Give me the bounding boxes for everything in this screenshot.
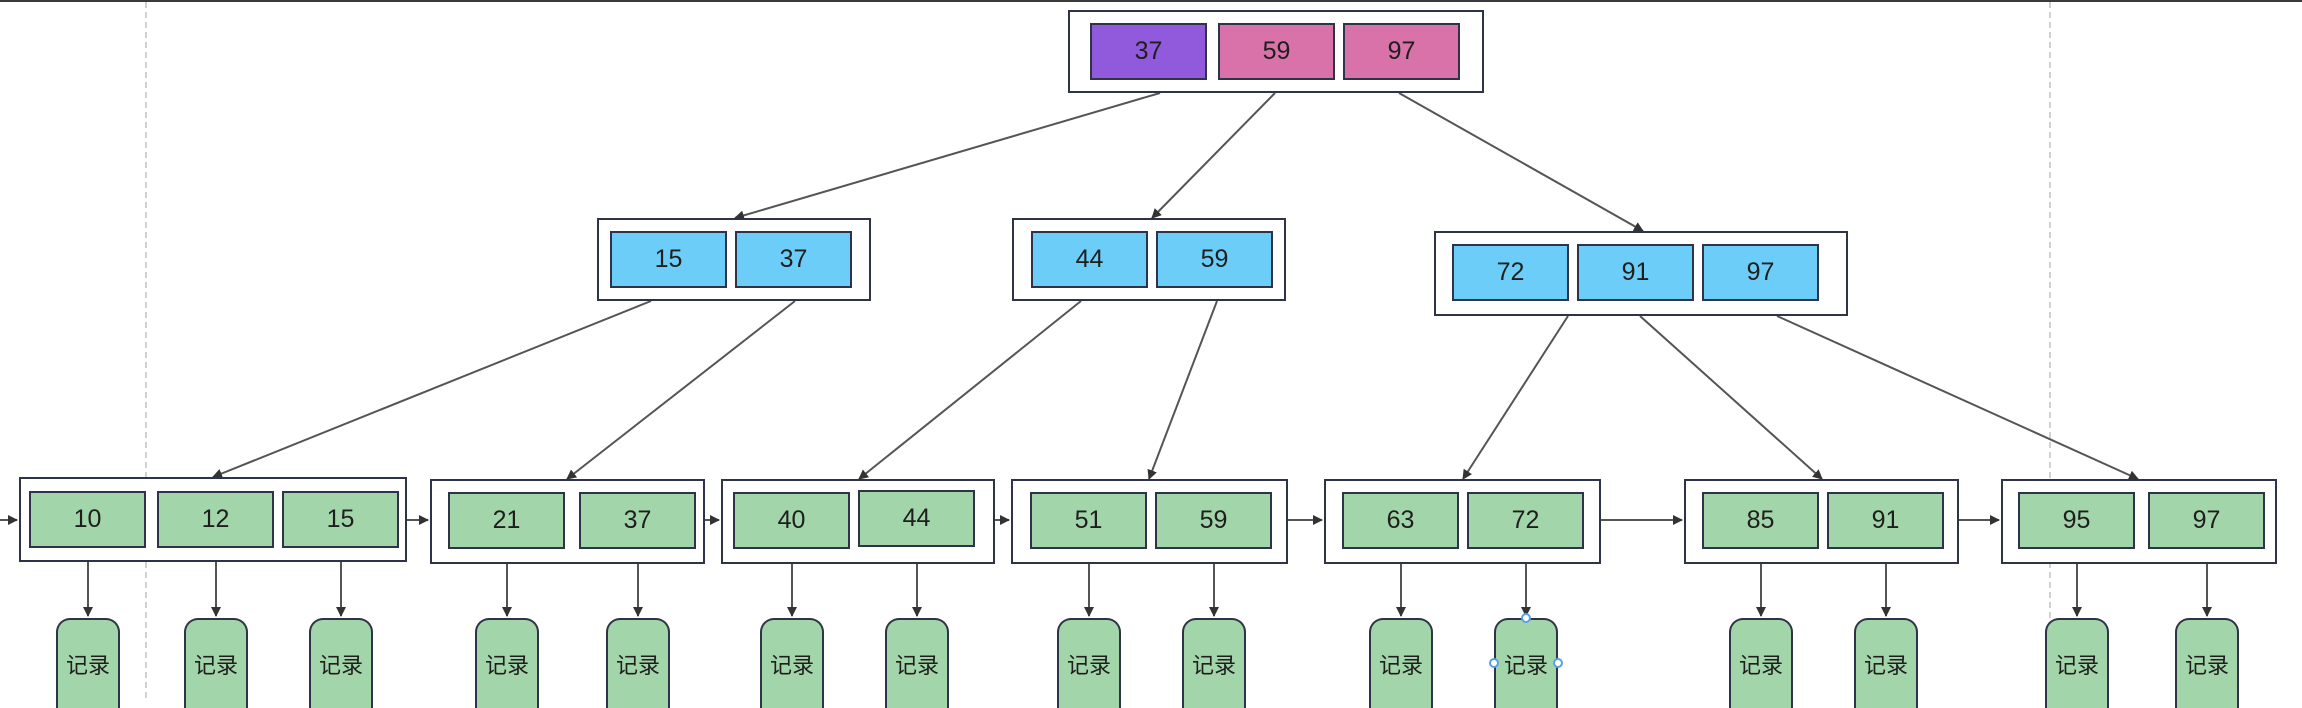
leaf-node-5-key-72: 72 bbox=[1467, 492, 1584, 549]
leaf-node-7-key-97: 97 bbox=[2148, 492, 2265, 549]
record-59: 记录 bbox=[1182, 618, 1246, 708]
record-44: 记录 bbox=[885, 618, 949, 708]
root-node-key-97: 97 bbox=[1343, 23, 1460, 80]
edge-internal-to-leaf-7 bbox=[1776, 315, 2139, 480]
edge-root-to-internal-2 bbox=[1151, 92, 1276, 219]
internal-node-3-key-72: 72 bbox=[1452, 244, 1569, 301]
edge-internal-to-leaf-4 bbox=[1147, 300, 1218, 480]
root-node-key-37: 37 bbox=[1090, 23, 1207, 80]
right-page-guide bbox=[2049, 2, 2051, 698]
record-95: 记录 bbox=[2045, 618, 2109, 708]
edge-root-to-internal-3 bbox=[1398, 92, 1644, 232]
top-border-line bbox=[0, 0, 2302, 2]
leaf-node-2-key-37: 37 bbox=[579, 492, 696, 549]
leaf-node-1-key-15: 15 bbox=[282, 491, 399, 548]
leaf-node-7-key-95: 95 bbox=[2018, 492, 2135, 549]
leaf-node-3-key-40: 40 bbox=[733, 492, 850, 549]
leaf-node-3-key-44: 44 bbox=[858, 490, 975, 547]
record-91: 记录 bbox=[1854, 618, 1918, 708]
record-51: 记录 bbox=[1057, 618, 1121, 708]
record-40: 记录 bbox=[760, 618, 824, 708]
internal-node-3-key-91: 91 bbox=[1577, 244, 1694, 301]
leaf-node-5-key-63: 63 bbox=[1342, 492, 1459, 549]
edge-root-to-internal-1 bbox=[734, 92, 1161, 221]
leaf-node-4-key-51: 51 bbox=[1030, 492, 1147, 549]
internal-node-2-key-59: 59 bbox=[1156, 231, 1273, 288]
edge-internal-to-leaf-6 bbox=[1639, 315, 1823, 480]
record-63: 记录 bbox=[1369, 618, 1433, 708]
internal-node-1-key-15: 15 bbox=[610, 231, 727, 288]
selection-handle-3[interactable] bbox=[1553, 658, 1563, 668]
edge-internal-to-leaf-1 bbox=[212, 300, 652, 479]
leaf-node-1-key-10: 10 bbox=[29, 491, 146, 548]
record-85: 记录 bbox=[1729, 618, 1793, 708]
leaf-node-6-key-91: 91 bbox=[1827, 492, 1944, 549]
internal-node-3-key-97: 97 bbox=[1702, 244, 1819, 301]
record-10: 记录 bbox=[56, 618, 120, 708]
left-page-guide bbox=[145, 2, 147, 698]
selection-handle-1[interactable] bbox=[1521, 613, 1531, 623]
leaf-node-6-key-85: 85 bbox=[1702, 492, 1819, 549]
record-21: 记录 bbox=[475, 618, 539, 708]
record-15: 记录 bbox=[309, 618, 373, 708]
edge-internal-to-leaf-2 bbox=[566, 300, 796, 480]
leaf-node-1-key-12: 12 bbox=[157, 491, 274, 548]
selection-handle-2[interactable] bbox=[1489, 658, 1499, 668]
edge-internal-to-leaf-5 bbox=[1462, 315, 1569, 480]
record-12: 记录 bbox=[184, 618, 248, 708]
internal-node-1-key-37: 37 bbox=[735, 231, 852, 288]
record-72: 记录 bbox=[1494, 618, 1558, 708]
leaf-node-4-key-59: 59 bbox=[1155, 492, 1272, 549]
edge-internal-to-leaf-3 bbox=[858, 300, 1082, 480]
record-97: 记录 bbox=[2175, 618, 2239, 708]
leaf-node-2-key-21: 21 bbox=[448, 492, 565, 549]
record-37: 记录 bbox=[606, 618, 670, 708]
root-node-key-59: 59 bbox=[1218, 23, 1335, 80]
internal-node-2-key-44: 44 bbox=[1031, 231, 1148, 288]
